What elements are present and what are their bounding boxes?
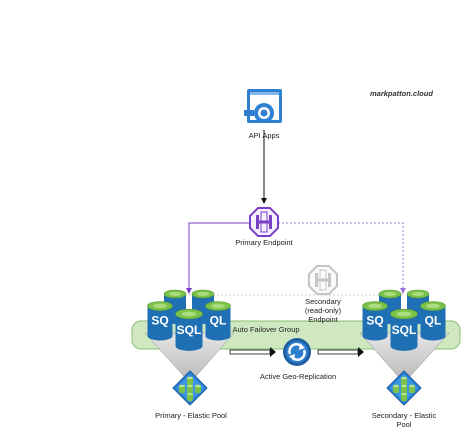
pool-db-icon [401, 392, 407, 402]
sql-label: SQL [177, 323, 202, 337]
sql-label: QL [425, 314, 442, 328]
pool-db-icon [401, 376, 407, 386]
sql-db-left: SQ [362, 301, 388, 341]
pool-db-icon [409, 384, 415, 394]
pool-db-icon [187, 384, 193, 394]
primary-endpoint-label: Primary Endpoint [235, 238, 293, 247]
replication-arrow-right [317, 347, 364, 357]
pool-db-icon [393, 384, 399, 394]
pool-db-icon [187, 376, 193, 386]
sql-label: SQ [151, 314, 168, 328]
primary-elastic-pool-icon [172, 370, 208, 406]
secondary-sql-databases-icon: SQ QL SQL [362, 289, 446, 351]
secondary-endpoint-icon [308, 265, 338, 295]
sql-label: QL [210, 314, 227, 328]
sql-db-right: QL [420, 301, 446, 341]
sql-label: SQ [366, 314, 383, 328]
api-apps-icon [244, 89, 282, 123]
primary-pool-label: Primary - Elastic Pool [155, 411, 227, 420]
pool-db-icon [195, 384, 201, 394]
pool-db-icon [187, 392, 193, 402]
sql-db-center: SQL [175, 308, 203, 351]
sql-label: SQL [392, 323, 417, 337]
primary-endpoint-link [186, 222, 250, 294]
sql-db-right: QL [205, 301, 231, 341]
primary-endpoint-icon [249, 207, 279, 237]
geo-replication-label: Active Geo-Replication [259, 372, 337, 381]
secondary-elastic-pool-icon [386, 370, 422, 406]
sql-db-left: SQ [147, 301, 173, 341]
pool-db-icon [179, 384, 185, 394]
geo-replication-icon [283, 338, 311, 366]
pool-db-icon [401, 384, 407, 394]
failover-group-label: Auto Failover Group [232, 325, 300, 334]
replication-arrow-left [229, 347, 276, 357]
api-apps-label: API Apps [248, 131, 280, 140]
sql-db-center: SQL [390, 308, 418, 351]
watermark-text: markpatton.cloud [370, 89, 433, 98]
secondary-endpoint-link [278, 222, 406, 294]
secondary-pool-label: Secondary - Elastic Pool [371, 411, 437, 429]
secondary-endpoint-label: Secondary (read-only) Endpoint [304, 297, 342, 324]
primary-sql-databases-icon: SQ QL SQL [147, 289, 231, 351]
